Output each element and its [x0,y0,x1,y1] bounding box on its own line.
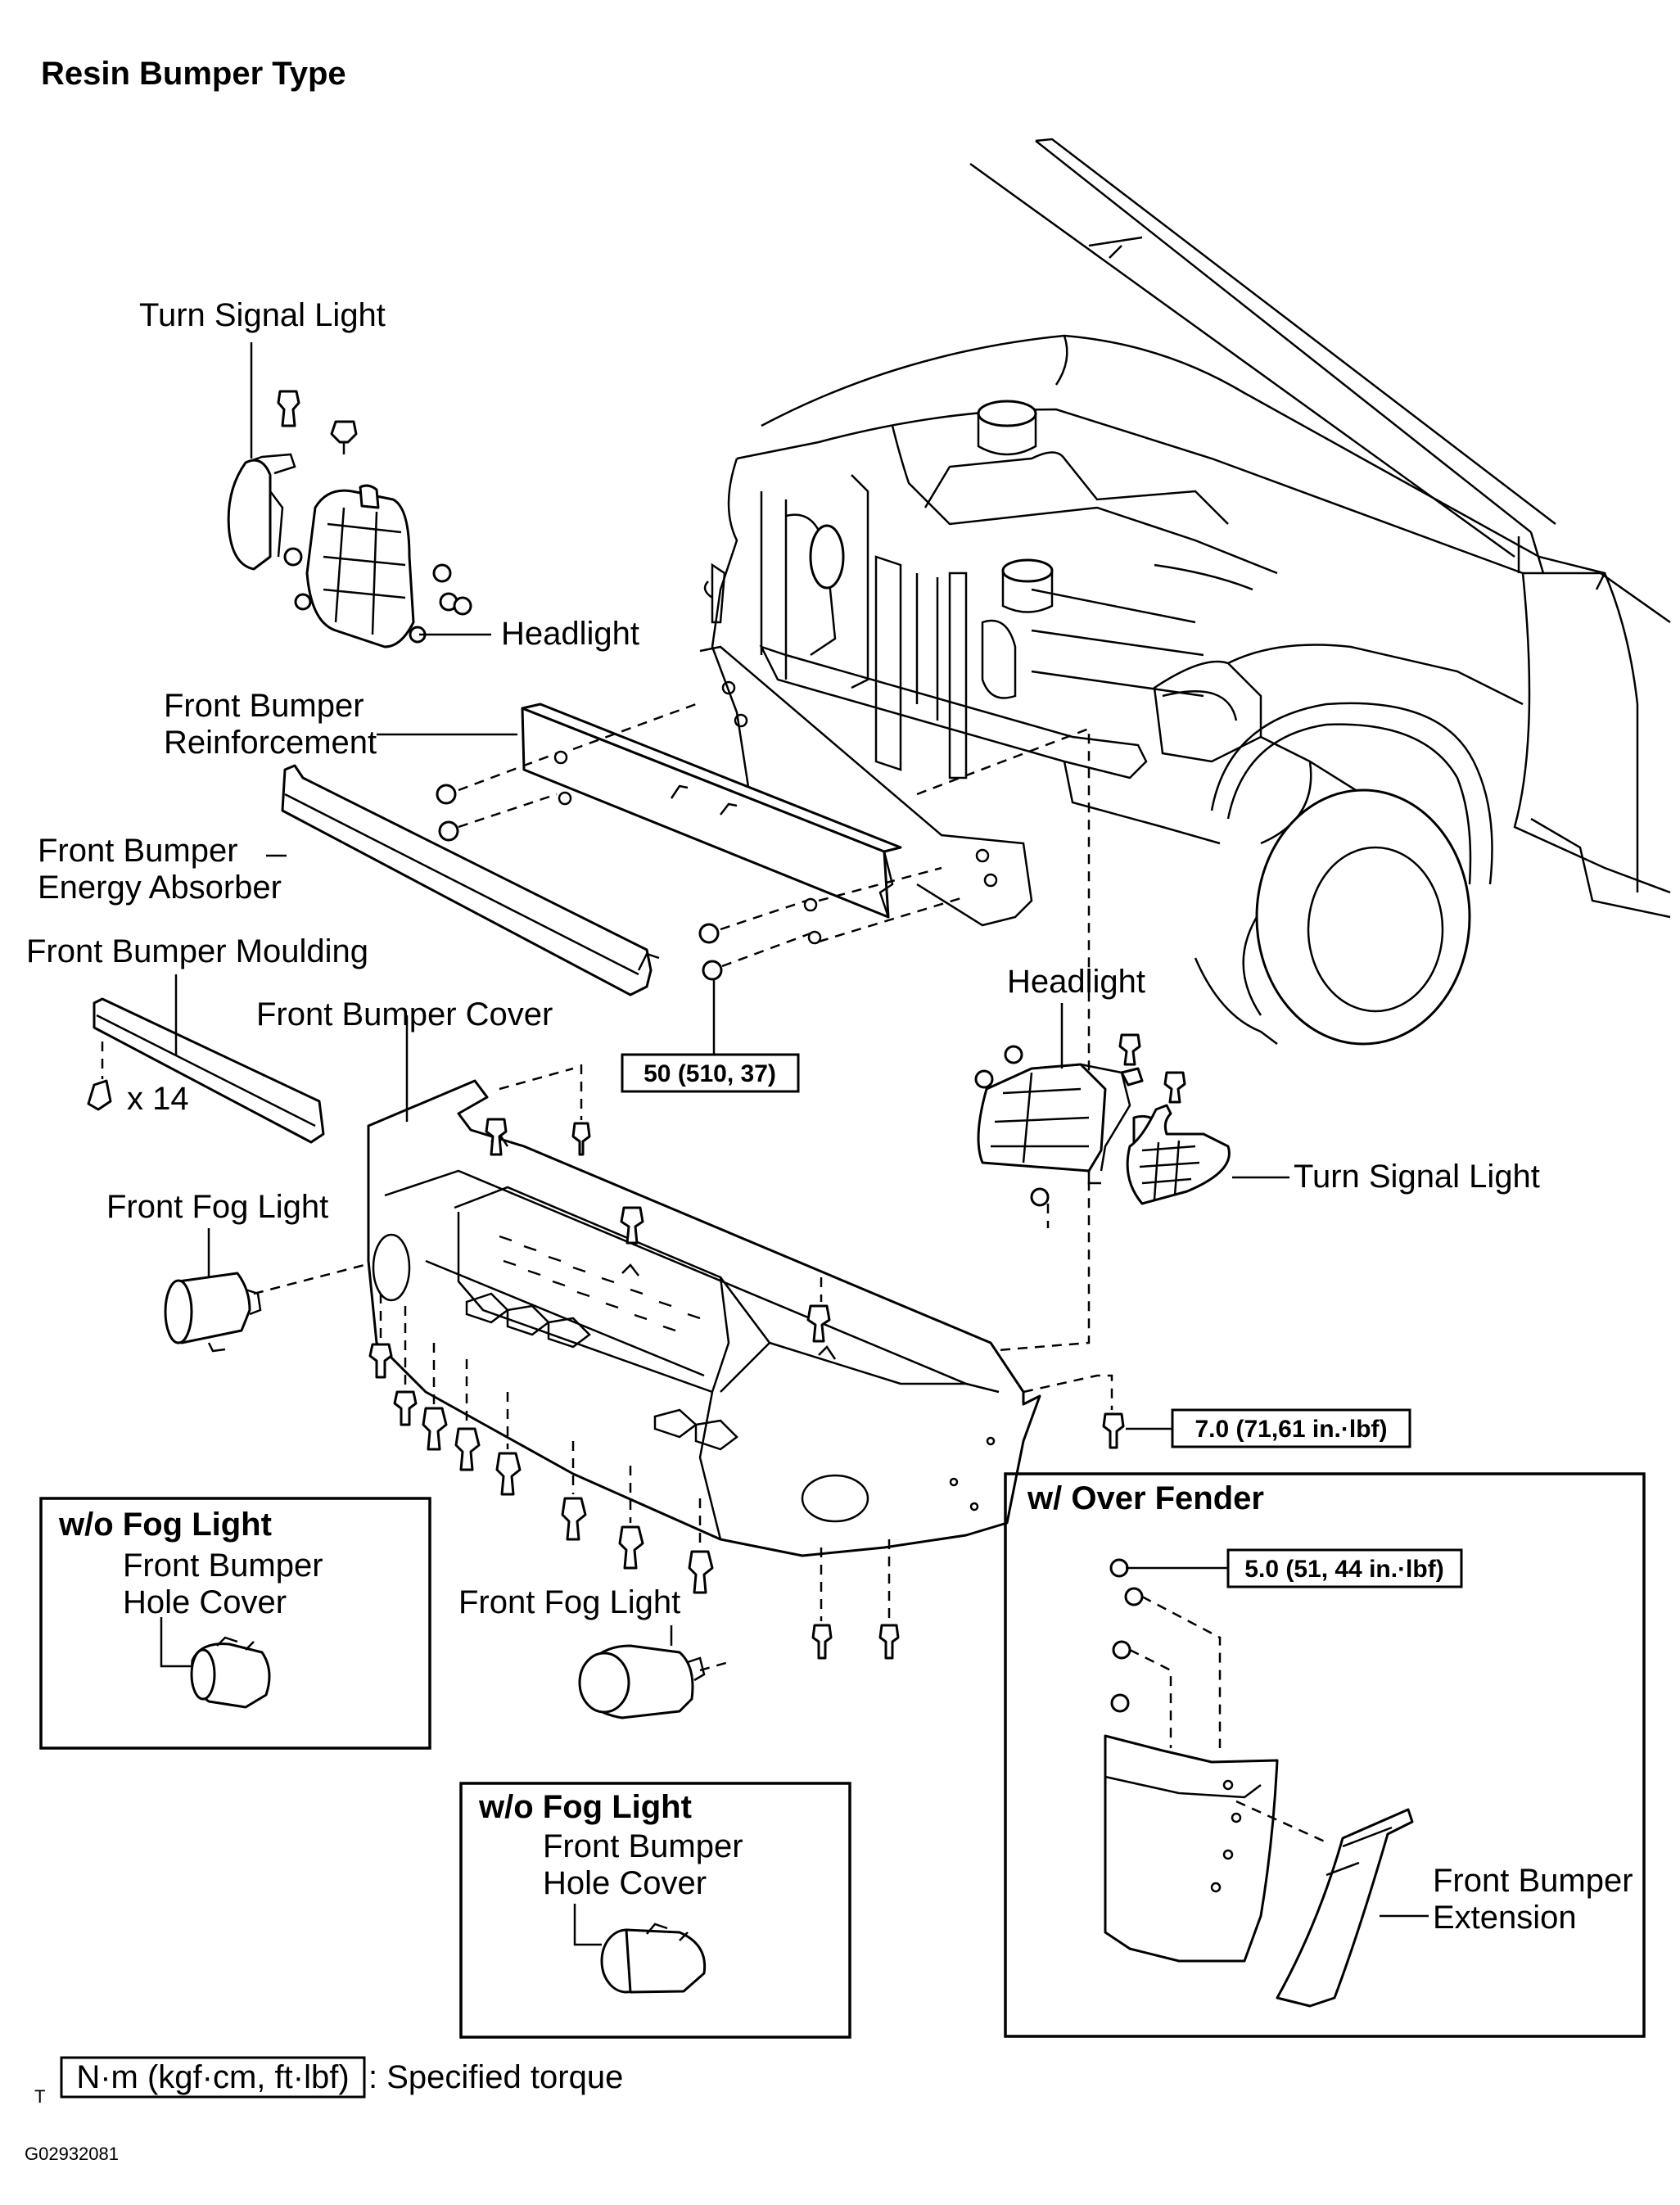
left-lamp-assembly [227,342,491,648]
legend-unit-box [60,2056,366,2099]
torque-legend: T N·m (kgf·cm, ft·lbf) : Specified torqu… [34,2056,623,2107]
label-fog-light-bottom: Front Fog Light [458,1584,680,1620]
diagram-title: Resin Bumper Type [41,56,346,92]
bumper-cover [367,1015,1041,1557]
inset-left-line1: Front Bumper [123,1548,323,1584]
inset-over-fender-title: w/ Over Fender [1027,1480,1264,1516]
cover-fasteners [253,1064,1125,1660]
torque-reinforcement: 50 (510, 37) [644,1060,776,1087]
label-reinforcement-1: Front Bumper [164,688,364,724]
label-reinforcement-2: Reinforcement [164,725,377,761]
right-lamp-assembly [974,1003,1289,1228]
torque-over-fender: 5.0 (51, 44 in.·lbf) [1244,1556,1443,1583]
label-fog-light-left: Front Fog Light [106,1189,328,1225]
torque-box-cover [1171,1408,1411,1448]
figure-id: G02932081 [25,2144,119,2164]
vehicle-front-illustration [703,138,1671,1046]
label-turn-signal-left: Turn Signal Light [139,297,386,333]
inset-over-fender [1004,1472,1646,2038]
label-extension-1: Front Bumper [1433,1863,1633,1899]
inset-left-title: w/o Fog Light [58,1507,272,1543]
inset-bottom-line2: Hole Cover [543,1865,707,1901]
fog-light-left [164,1228,262,1353]
legend-marker: T [34,2086,45,2107]
label-absorber-2: Energy Absorber [38,870,282,906]
inset-bottom-title: w/o Fog Light [478,1789,692,1825]
label-headlight-right: Headlight [1007,964,1145,1000]
label-moulding: Front Bumper Moulding [26,933,368,969]
reinforcement-assembly [266,645,1091,1365]
inset-left-line2: Hole Cover [123,1584,287,1620]
torque-box-over-fender [1226,1548,1463,1588]
label-extension-2: Extension [1433,1900,1577,1936]
fog-light-bottom [578,1625,729,1719]
label-cover: Front Bumper Cover [256,996,553,1032]
torque-box-reinforcement [621,1053,800,1093]
legend-description: : Specified torque [368,2059,623,2095]
label-clip-count: x 14 [127,1081,189,1117]
label-turn-signal-right: Turn Signal Light [1294,1159,1540,1195]
legend-unit-text: N·m (kgf·cm, ft·lbf) [76,2059,349,2095]
inset-wo-fog-left [39,1497,431,1750]
label-absorber-1: Front Bumper [38,833,238,869]
moulding-assembly [87,974,325,1144]
inset-bottom-line1: Front Bumper [543,1828,743,1864]
inset-wo-fog-bottom [459,1782,851,2039]
label-headlight-left: Headlight [501,616,639,652]
torque-cover: 7.0 (71,61 in.·lbf) [1195,1416,1387,1443]
